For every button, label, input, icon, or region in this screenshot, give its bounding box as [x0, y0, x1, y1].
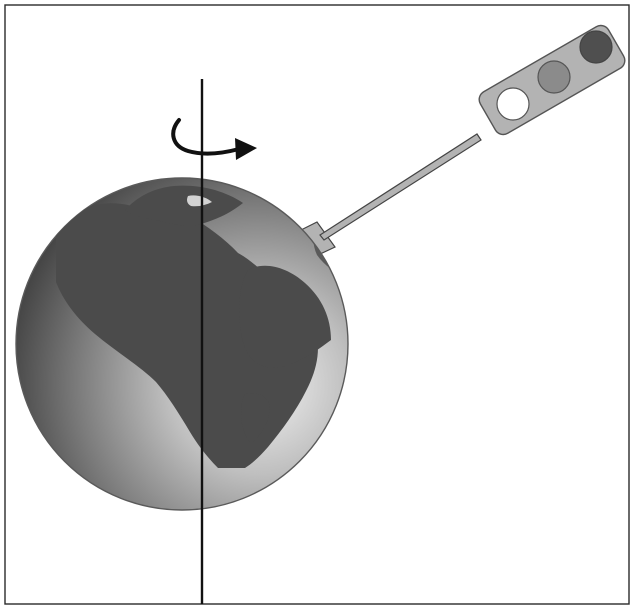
signal-lamp-gray: [538, 61, 570, 93]
signal-lamp-dark: [580, 31, 612, 63]
globe-icon: [16, 178, 348, 510]
signal-lamp-white: [497, 88, 529, 120]
